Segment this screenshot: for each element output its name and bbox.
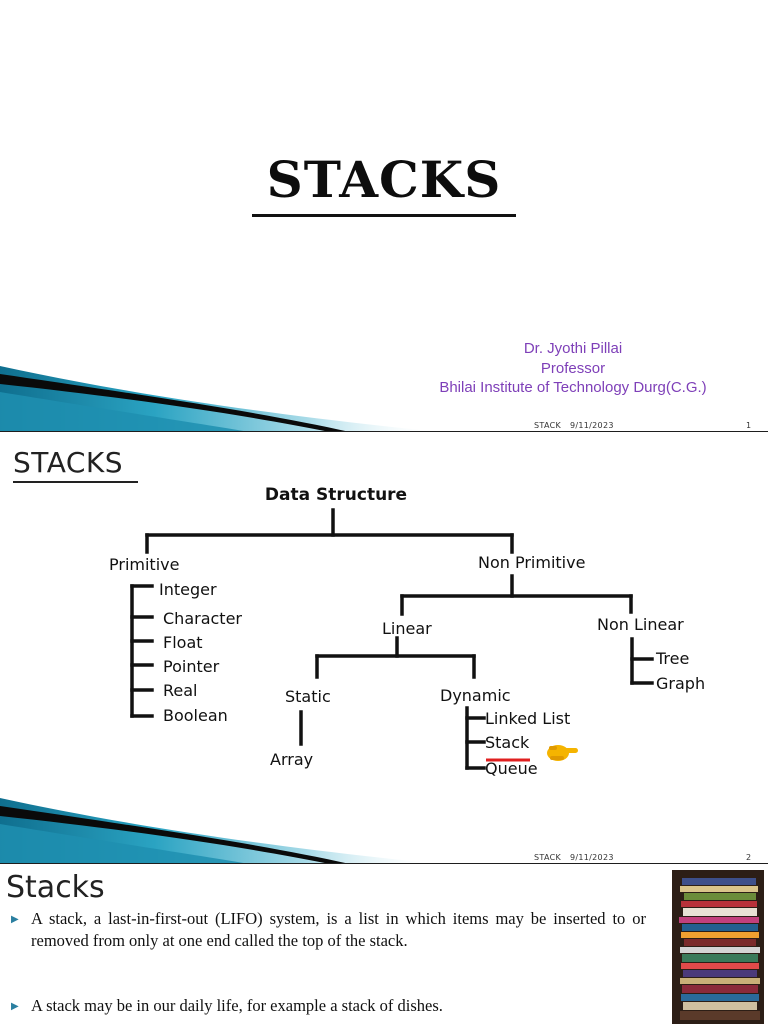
tree-dynamic: Dynamic: [440, 686, 511, 705]
dynamic-item: Linked List: [485, 709, 570, 728]
primitive-item: Integer: [159, 580, 217, 599]
slide-title: STACKS: [13, 446, 124, 479]
author-institute: Bhilai Institute of Technology Durg(C.G.…: [439, 379, 707, 396]
primitive-item: Real: [163, 681, 198, 700]
slide-1: STACKS Dr. Jyothi Pillai Professor Bhila…: [0, 0, 768, 432]
non-linear-item: Tree: [655, 649, 689, 668]
footer-date: 9/11/2023: [570, 421, 614, 430]
tree-non-primitive: Non Primitive: [478, 553, 585, 572]
decorative-swoosh: [0, 366, 440, 432]
footer-label: STACK: [534, 853, 562, 862]
slide-title: STACKS: [266, 150, 502, 209]
bullet-item: ▶ A stack may be in our daily life, for …: [11, 995, 646, 1017]
primitive-item: Boolean: [163, 706, 228, 725]
primitive-item: Pointer: [163, 657, 220, 676]
author-block: Dr. Jyothi Pillai Professor Bhilai Insti…: [420, 339, 726, 398]
tree-primitive: Primitive: [109, 555, 179, 574]
tree-non-linear: Non Linear: [597, 615, 684, 634]
slide-title: Stacks: [6, 870, 105, 905]
bullet-text: A stack, a last-in-first-out (LIFO) syst…: [31, 909, 646, 950]
author-name: Dr. Jyothi Pillai: [523, 340, 623, 357]
slide-2: STACKS: [0, 432, 768, 864]
footer-page-number: 2: [746, 853, 752, 862]
data-structure-tree: Data Structure Primitive Non Primitive I…: [109, 485, 705, 778]
pointing-hand-icon: [547, 745, 578, 761]
bullet-item: ▶ A stack, a last-in-first-out (LIFO) sy…: [11, 908, 646, 952]
footer-page-number: 1: [746, 421, 752, 430]
dynamic-item: Stack: [485, 733, 530, 752]
title-underline: [13, 481, 138, 483]
author-role: Professor: [540, 359, 606, 377]
dynamic-item: Queue: [485, 759, 538, 778]
bullet-text: A stack may be in our daily life, for ex…: [31, 996, 443, 1015]
footer-label: STACK: [534, 421, 562, 430]
primitive-item: Character: [163, 609, 242, 628]
footer-date: 9/11/2023: [570, 853, 614, 862]
title-underline: [252, 214, 516, 217]
non-linear-item: Graph: [656, 674, 705, 693]
tree-static: Static: [285, 687, 331, 706]
tree-root: Data Structure: [265, 485, 407, 505]
static-item: Array: [270, 750, 313, 769]
bullet-marker-icon: ▶: [11, 1001, 19, 1012]
tree-linear: Linear: [382, 619, 432, 638]
stack-of-books-photo: [672, 870, 764, 1024]
primitive-item: Float: [163, 633, 203, 652]
bullet-marker-icon: ▶: [11, 914, 19, 925]
slide-3: Stacks ▶ A stack, a last-in-first-out (L…: [0, 864, 768, 1024]
decorative-swoosh: [0, 798, 440, 864]
